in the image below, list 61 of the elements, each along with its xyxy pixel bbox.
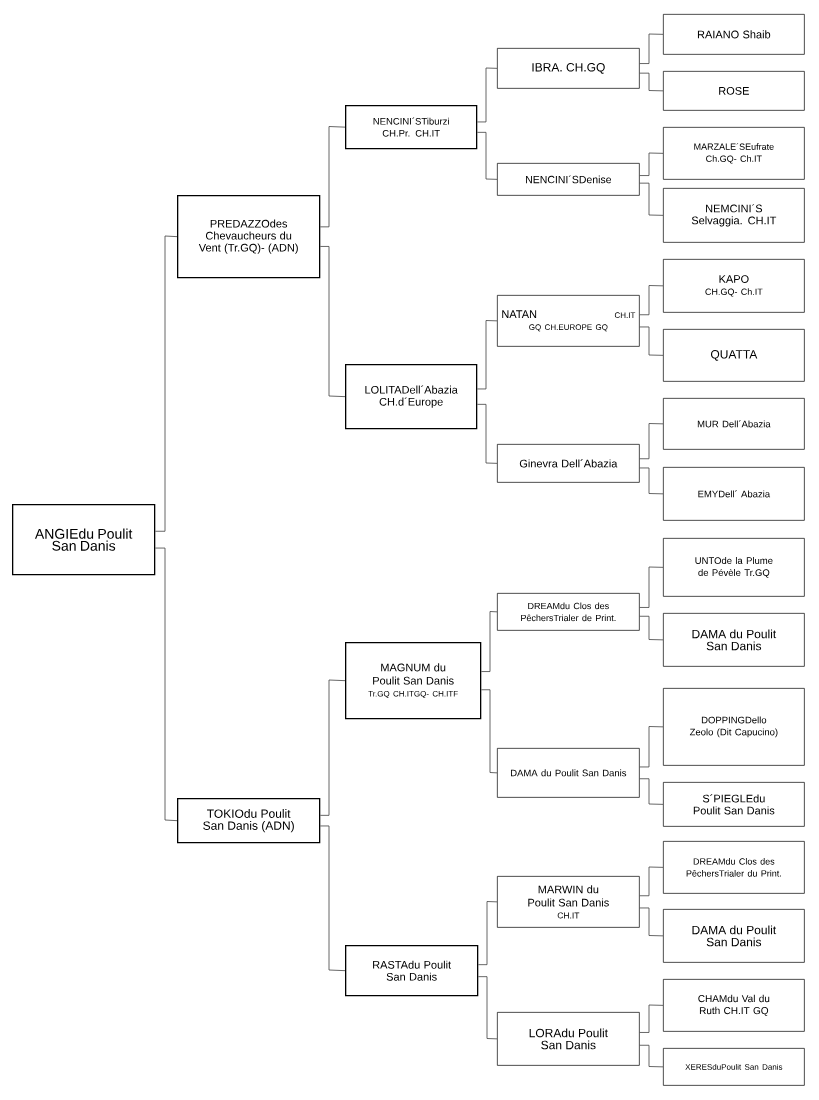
pedigree-box: DAMA du Poulit San Danis xyxy=(663,909,805,963)
pedigree-box: MAGNUM du Poulit San Danis Tr.GQ CH.ITGQ- CH.ITF xyxy=(345,642,482,720)
pedigree-box: EMYDell´ Abazia xyxy=(663,467,805,521)
pedigree-box: MUR Dell´Abazia xyxy=(663,398,805,450)
pedigree-box: UNTOde la Plume de Pévèle Tr.GQ xyxy=(663,538,805,597)
pedigree-box: RAIANO Shaib xyxy=(663,14,805,55)
pedigree-box: TOKIOdu Poulit San Danis (ADN) xyxy=(177,798,321,844)
connector-line xyxy=(476,320,498,390)
pedigree-box: KAPO CH.GQ- Ch.IT xyxy=(663,259,805,313)
pedigree-box: XERESduPoulit San Danis xyxy=(663,1048,805,1086)
pedigree-box: IBRA. CH.GQ xyxy=(497,48,640,89)
pedigree-box: DREAMdu Clos des PêchersTrialer du Print. xyxy=(663,841,805,894)
connector-line xyxy=(639,726,664,768)
connector-line xyxy=(639,566,664,608)
connector-line xyxy=(319,825,346,972)
connector-line xyxy=(319,126,346,228)
pedigree-box: PREDAZZOdes Chevaucheurs du Vent (Tr.GQ)- (ADN) xyxy=(177,195,321,279)
connector-line xyxy=(154,547,178,822)
pedigree-box: DREAMdu Clos des PêchersTrialer de Print. xyxy=(497,593,640,631)
pedigree-box: QUATTA xyxy=(663,329,805,382)
connector-line xyxy=(477,976,498,1040)
connector-line xyxy=(639,33,664,64)
connector-line xyxy=(477,901,498,966)
connector-line xyxy=(639,182,664,216)
pedigree-box: NATAN CH.IT GQ CH.EUROPE GQ xyxy=(497,295,640,347)
pedigree-box: CHAMdu Val du Ruth CH.IT GQ xyxy=(663,979,805,1032)
pedigree-box: ROSE xyxy=(663,71,805,111)
connector-line xyxy=(639,285,664,316)
connector-line xyxy=(480,611,498,672)
connector-line xyxy=(476,403,498,464)
connector-line xyxy=(319,679,346,816)
pedigree-box: RASTAdu Poulit San Danis xyxy=(345,945,479,997)
connector-line xyxy=(639,1004,664,1033)
pedigree-box: MARZALE´SEufrate Ch.GQ- Ch.IT xyxy=(663,127,805,180)
connector-line xyxy=(639,615,664,641)
pedigree-box: DAMA du Poulit San Danis xyxy=(663,613,805,667)
connector-line xyxy=(639,866,664,897)
connector-line xyxy=(639,326,664,356)
pedigree-box: S´PIEGLEdu Poulit San Danis xyxy=(663,782,805,827)
pedigree-box: Ginevra Dell´Abazia xyxy=(497,444,640,483)
pedigree-box: NENCINI´SDenise xyxy=(497,163,640,196)
pedigree-box: DAMA du Poulit San Danis xyxy=(497,748,640,798)
connector-line xyxy=(154,235,178,532)
pedigree-box: ANGIEdu Poulit San Danis xyxy=(12,504,156,576)
connector-line xyxy=(639,423,664,460)
connector-line xyxy=(639,778,664,805)
pedigree-box: NENCINI´STiburzi CH.Pr. CH.IT xyxy=(345,105,478,150)
connector-line xyxy=(639,1044,664,1068)
connector-line xyxy=(639,467,664,495)
connector-line xyxy=(639,72,664,92)
connector-line xyxy=(639,907,664,937)
pedigree-box: LORAdu Poulit San Danis xyxy=(497,1012,640,1066)
pedigree-box: NEMCINI´S Selvaggia. CH.IT xyxy=(663,188,805,243)
pedigree-box: MARWIN du Poulit San Danis CH.IT xyxy=(497,876,640,928)
pedigree-box: DOPPINGDello Zeolo (Dit Capucino) xyxy=(663,688,805,766)
connector-line xyxy=(476,131,498,180)
pedigree-box: LOLITADell´Abazia CH.d´Europe xyxy=(345,364,478,430)
connector-line xyxy=(319,246,346,398)
connector-line xyxy=(639,152,664,176)
connector-line xyxy=(476,67,498,123)
connector-line xyxy=(480,689,498,774)
